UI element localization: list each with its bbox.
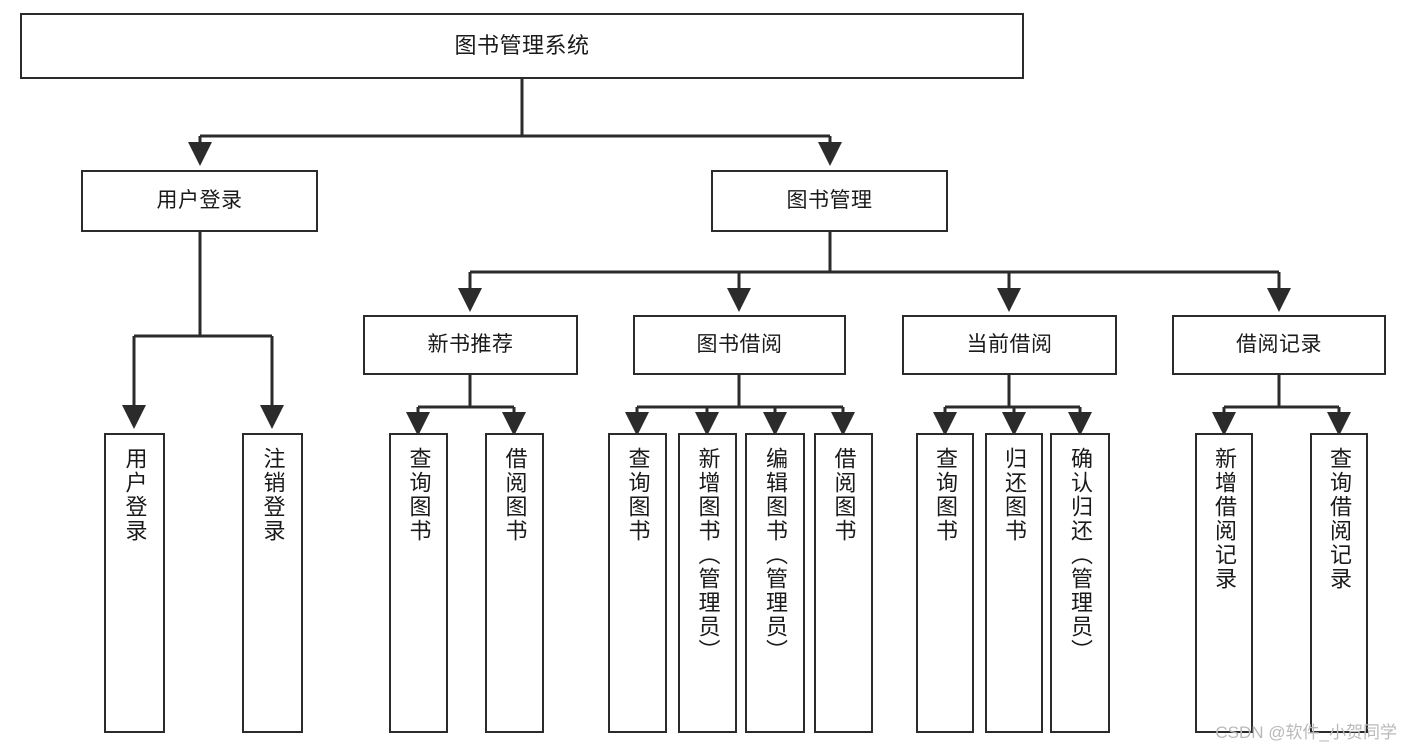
leaf-user-login[interactable]: 用户登录 <box>104 433 165 733</box>
node-label: 图书借阅 <box>696 332 783 356</box>
leaf-borrow-add-book-admin[interactable]: 新增图书（管理员） <box>678 433 737 733</box>
node-label: 确认归还（管理员） <box>1067 447 1093 663</box>
csdn-watermark: CSDN @软件_小贺同学 <box>1215 723 1397 742</box>
leaf-borrow-borrow-book[interactable]: 借阅图书 <box>814 433 873 733</box>
node-new-book-recommend[interactable]: 新书推荐 <box>363 315 578 375</box>
node-label: 图书管理系统 <box>454 33 590 59</box>
node-label: 用户登录 <box>122 447 148 543</box>
leaf-borrow-edit-book-admin[interactable]: 编辑图书（管理员） <box>745 433 805 733</box>
node-borrow-record[interactable]: 借阅记录 <box>1172 315 1386 375</box>
node-current-borrow[interactable]: 当前借阅 <box>902 315 1117 375</box>
node-label: 新书推荐 <box>427 332 514 356</box>
leaf-current-confirm-return-admin[interactable]: 确认归还（管理员） <box>1050 433 1110 733</box>
node-label: 用户登录 <box>156 188 243 212</box>
node-label: 归还图书 <box>1001 447 1027 543</box>
node-label: 查询图书 <box>406 447 432 543</box>
node-label: 新增图书（管理员） <box>695 447 721 663</box>
leaf-recommend-borrow-book[interactable]: 借阅图书 <box>485 433 544 733</box>
leaf-user-logout[interactable]: 注销登录 <box>242 433 303 733</box>
node-label: 注销登录 <box>260 447 286 543</box>
node-book-management[interactable]: 图书管理 <box>711 170 948 232</box>
node-label: 查询图书 <box>625 447 651 543</box>
node-label: 查询图书 <box>932 447 958 543</box>
leaf-record-query-borrow-record[interactable]: 查询借阅记录 <box>1310 433 1368 733</box>
leaf-recommend-query-book[interactable]: 查询图书 <box>389 433 448 733</box>
node-label: 编辑图书（管理员） <box>762 447 788 663</box>
node-book-borrow[interactable]: 图书借阅 <box>633 315 846 375</box>
node-label: 借阅图书 <box>502 447 528 543</box>
node-label: 新增借阅记录 <box>1211 447 1237 591</box>
node-user-login[interactable]: 用户登录 <box>81 170 318 232</box>
leaf-record-add-borrow-record[interactable]: 新增借阅记录 <box>1195 433 1253 733</box>
node-root-book-management-system[interactable]: 图书管理系统 <box>20 13 1024 79</box>
node-label: 查询借阅记录 <box>1326 447 1352 591</box>
leaf-current-return-book[interactable]: 归还图书 <box>985 433 1043 733</box>
node-label: 借阅图书 <box>831 447 857 543</box>
node-label: 当前借阅 <box>966 332 1053 356</box>
leaf-borrow-query-book[interactable]: 查询图书 <box>608 433 667 733</box>
node-label: 借阅记录 <box>1236 332 1322 356</box>
leaf-current-query-book[interactable]: 查询图书 <box>916 433 974 733</box>
node-label: 图书管理 <box>786 188 873 212</box>
